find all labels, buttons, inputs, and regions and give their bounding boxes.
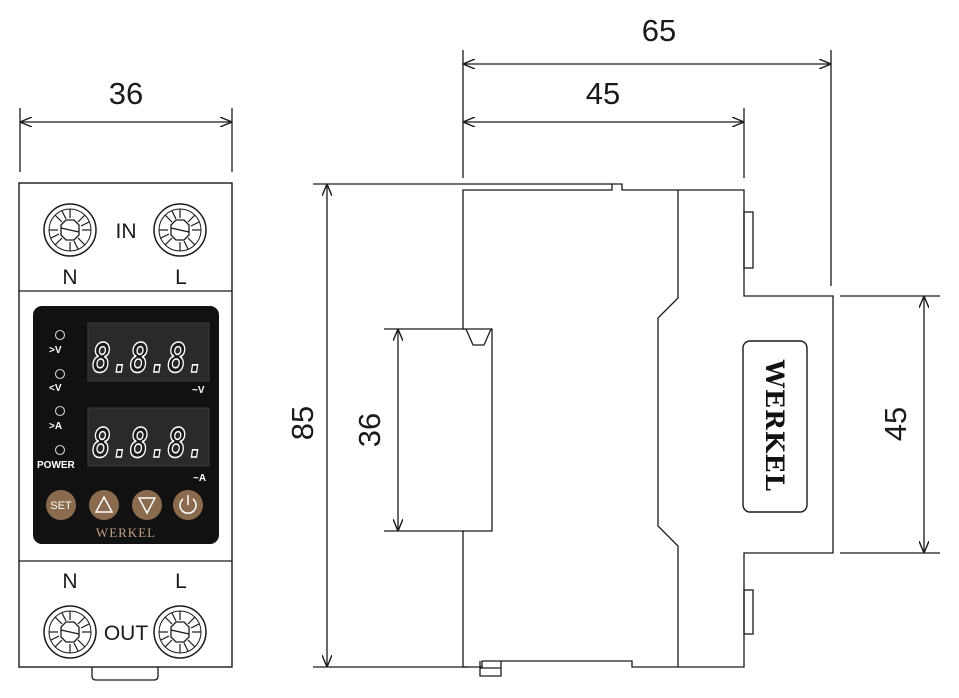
set-button[interactable]: SET	[46, 490, 76, 520]
dimension-label-65: 65	[642, 13, 676, 48]
dimension-label-85: 85	[285, 406, 320, 440]
indicator-over-voltage: >V	[49, 345, 62, 356]
label-in: IN	[116, 220, 137, 243]
dimension-label-45-front: 45	[878, 407, 913, 441]
indicator-power: POWER	[37, 460, 76, 471]
current-unit: ~A	[193, 473, 206, 484]
terminal-screw-icon	[153, 605, 207, 659]
terminal-screw-icon	[43, 203, 97, 257]
label-out: OUT	[104, 622, 149, 645]
dimension-label-45: 45	[586, 76, 620, 111]
down-triangle-icon	[137, 497, 157, 515]
panel-brand: WERKEL	[96, 525, 156, 540]
side-view: 65 45 85 36 45	[285, 13, 940, 677]
front-view: 36 IN N L >V <V >A POWER 8.8.8. ~V 8	[18, 76, 233, 681]
dimension-total-depth: 65	[462, 13, 832, 286]
dimension-body-depth: 45	[464, 76, 745, 178]
power-icon	[179, 495, 197, 514]
current-display-window	[87, 407, 210, 467]
side-brand: WERKEL	[760, 359, 789, 492]
label-top-n: N	[62, 266, 77, 289]
dimension-front-height: 45	[840, 295, 940, 554]
dimension-rail: 36	[352, 328, 464, 532]
label-bottom-l: L	[175, 570, 187, 593]
terminal-screw-icon	[153, 203, 207, 257]
dimension-front-width: 36	[19, 76, 233, 172]
current-display: 8.8.8.	[92, 421, 205, 467]
power-button[interactable]	[173, 490, 203, 520]
voltage-display-window	[87, 322, 210, 382]
terminal-screw-icon	[43, 605, 97, 659]
indicator-under-voltage: <V	[49, 383, 62, 394]
down-button[interactable]	[132, 490, 162, 520]
dimension-label-36: 36	[109, 76, 143, 111]
up-button[interactable]	[89, 490, 119, 520]
side-brand-plate	[742, 340, 808, 513]
indicator-leds	[54, 329, 66, 456]
dimension-label-36-rail: 36	[352, 413, 387, 447]
voltage-display: 8.8.8.	[92, 336, 205, 382]
indicator-over-current: >A	[49, 421, 62, 432]
label-top-l: L	[175, 266, 187, 289]
voltage-unit: ~V	[192, 385, 205, 396]
up-triangle-icon	[94, 495, 114, 513]
set-button-label: SET	[50, 500, 72, 512]
side-housing-outline	[462, 183, 834, 668]
dimension-height: 85	[285, 183, 612, 668]
label-bottom-n: N	[62, 570, 77, 593]
